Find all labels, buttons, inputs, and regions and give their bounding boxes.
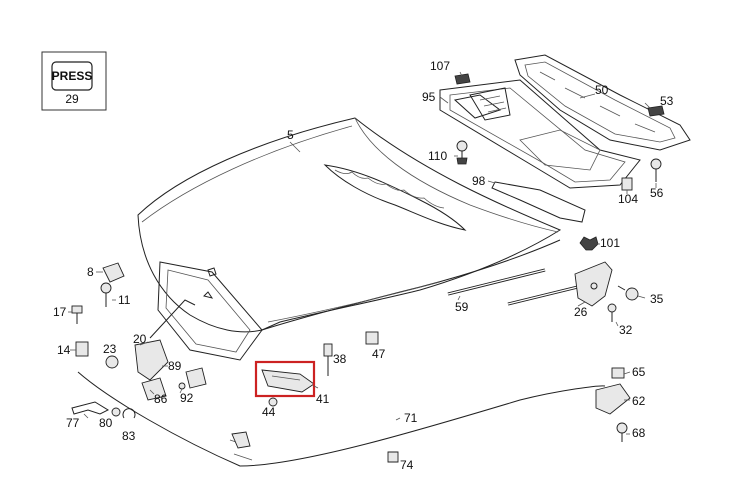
bolt-35 <box>617 285 639 301</box>
label-83: 83 <box>122 429 136 443</box>
label-104: 104 <box>618 192 638 206</box>
label-20: 20 <box>133 332 147 346</box>
bumper-8 <box>102 262 125 283</box>
hinge-20 <box>134 299 196 381</box>
label-62: 62 <box>632 394 646 408</box>
label-50: 50 <box>595 83 609 97</box>
label-53: 53 <box>660 94 674 108</box>
label-32: 32 <box>619 323 633 337</box>
label-77: 77 <box>66 416 80 430</box>
screw-92 <box>178 382 186 390</box>
bolt-17 <box>71 305 83 324</box>
label-101: 101 <box>600 236 620 250</box>
bolt-11 <box>100 282 112 307</box>
star-washer-101 <box>579 236 599 251</box>
label-80: 80 <box>99 416 113 430</box>
latch-86 <box>141 377 167 401</box>
label-107: 107 <box>430 59 450 73</box>
label-47: 47 <box>372 347 386 361</box>
fastener-53 <box>647 105 665 117</box>
label-65: 65 <box>632 365 646 379</box>
latch-89 <box>185 367 207 389</box>
label-110: 110 <box>428 149 447 163</box>
bumper-47 <box>365 331 379 345</box>
label-59: 59 <box>455 300 469 314</box>
clip-65 <box>611 367 625 379</box>
bolt-56 <box>650 158 662 182</box>
press-box: PRESS 29 <box>41 51 107 111</box>
label-89: 89 <box>168 359 182 373</box>
highlight-box <box>254 360 316 398</box>
latch-62 <box>595 383 631 415</box>
label-98: 98 <box>472 174 486 188</box>
label-92: 92 <box>180 391 194 405</box>
hinge-26 <box>574 261 613 307</box>
lever-77 <box>71 401 110 415</box>
label-5: 5 <box>287 128 294 142</box>
bolt-110 <box>456 140 468 165</box>
label-68: 68 <box>632 426 646 440</box>
label-14: 14 <box>57 343 71 357</box>
pin-38 <box>323 343 333 376</box>
clip-83 <box>122 408 136 419</box>
press-label: PRESS <box>52 69 93 83</box>
bushing-14 <box>75 341 89 357</box>
label-71: 71 <box>404 411 418 425</box>
label-95: 95 <box>422 90 436 104</box>
bracket-98 <box>491 181 586 223</box>
gas-strut-59 <box>447 268 591 306</box>
press-number: 29 <box>65 92 79 106</box>
label-8: 8 <box>87 265 94 279</box>
clip-104 <box>621 177 633 191</box>
label-17: 17 <box>53 305 67 319</box>
fastener-107 <box>454 73 471 85</box>
label-74: 74 <box>400 458 414 472</box>
label-44: 44 <box>262 405 276 419</box>
label-26: 26 <box>574 305 588 319</box>
release-cable-71 <box>77 371 606 467</box>
label-23: 23 <box>103 342 117 356</box>
clip-44 <box>268 397 278 407</box>
clip-74 <box>387 451 399 463</box>
bolt-68 <box>616 422 628 442</box>
hood <box>137 117 562 361</box>
bolt-32 <box>607 303 617 322</box>
label-86: 86 <box>154 392 168 406</box>
label-41: 41 <box>316 392 330 406</box>
label-38: 38 <box>333 352 347 366</box>
cowl-assembly <box>439 54 691 189</box>
label-56: 56 <box>650 186 664 200</box>
leader-lines <box>68 71 657 435</box>
label-35: 35 <box>650 292 664 306</box>
latch-41-highlighted <box>254 360 316 398</box>
part-labels: 5 107 95 50 53 110 98 104 56 101 8 11 17… <box>53 59 674 472</box>
label-11: 11 <box>118 293 131 307</box>
nut-23 <box>105 355 119 369</box>
clip-80 <box>111 407 121 417</box>
